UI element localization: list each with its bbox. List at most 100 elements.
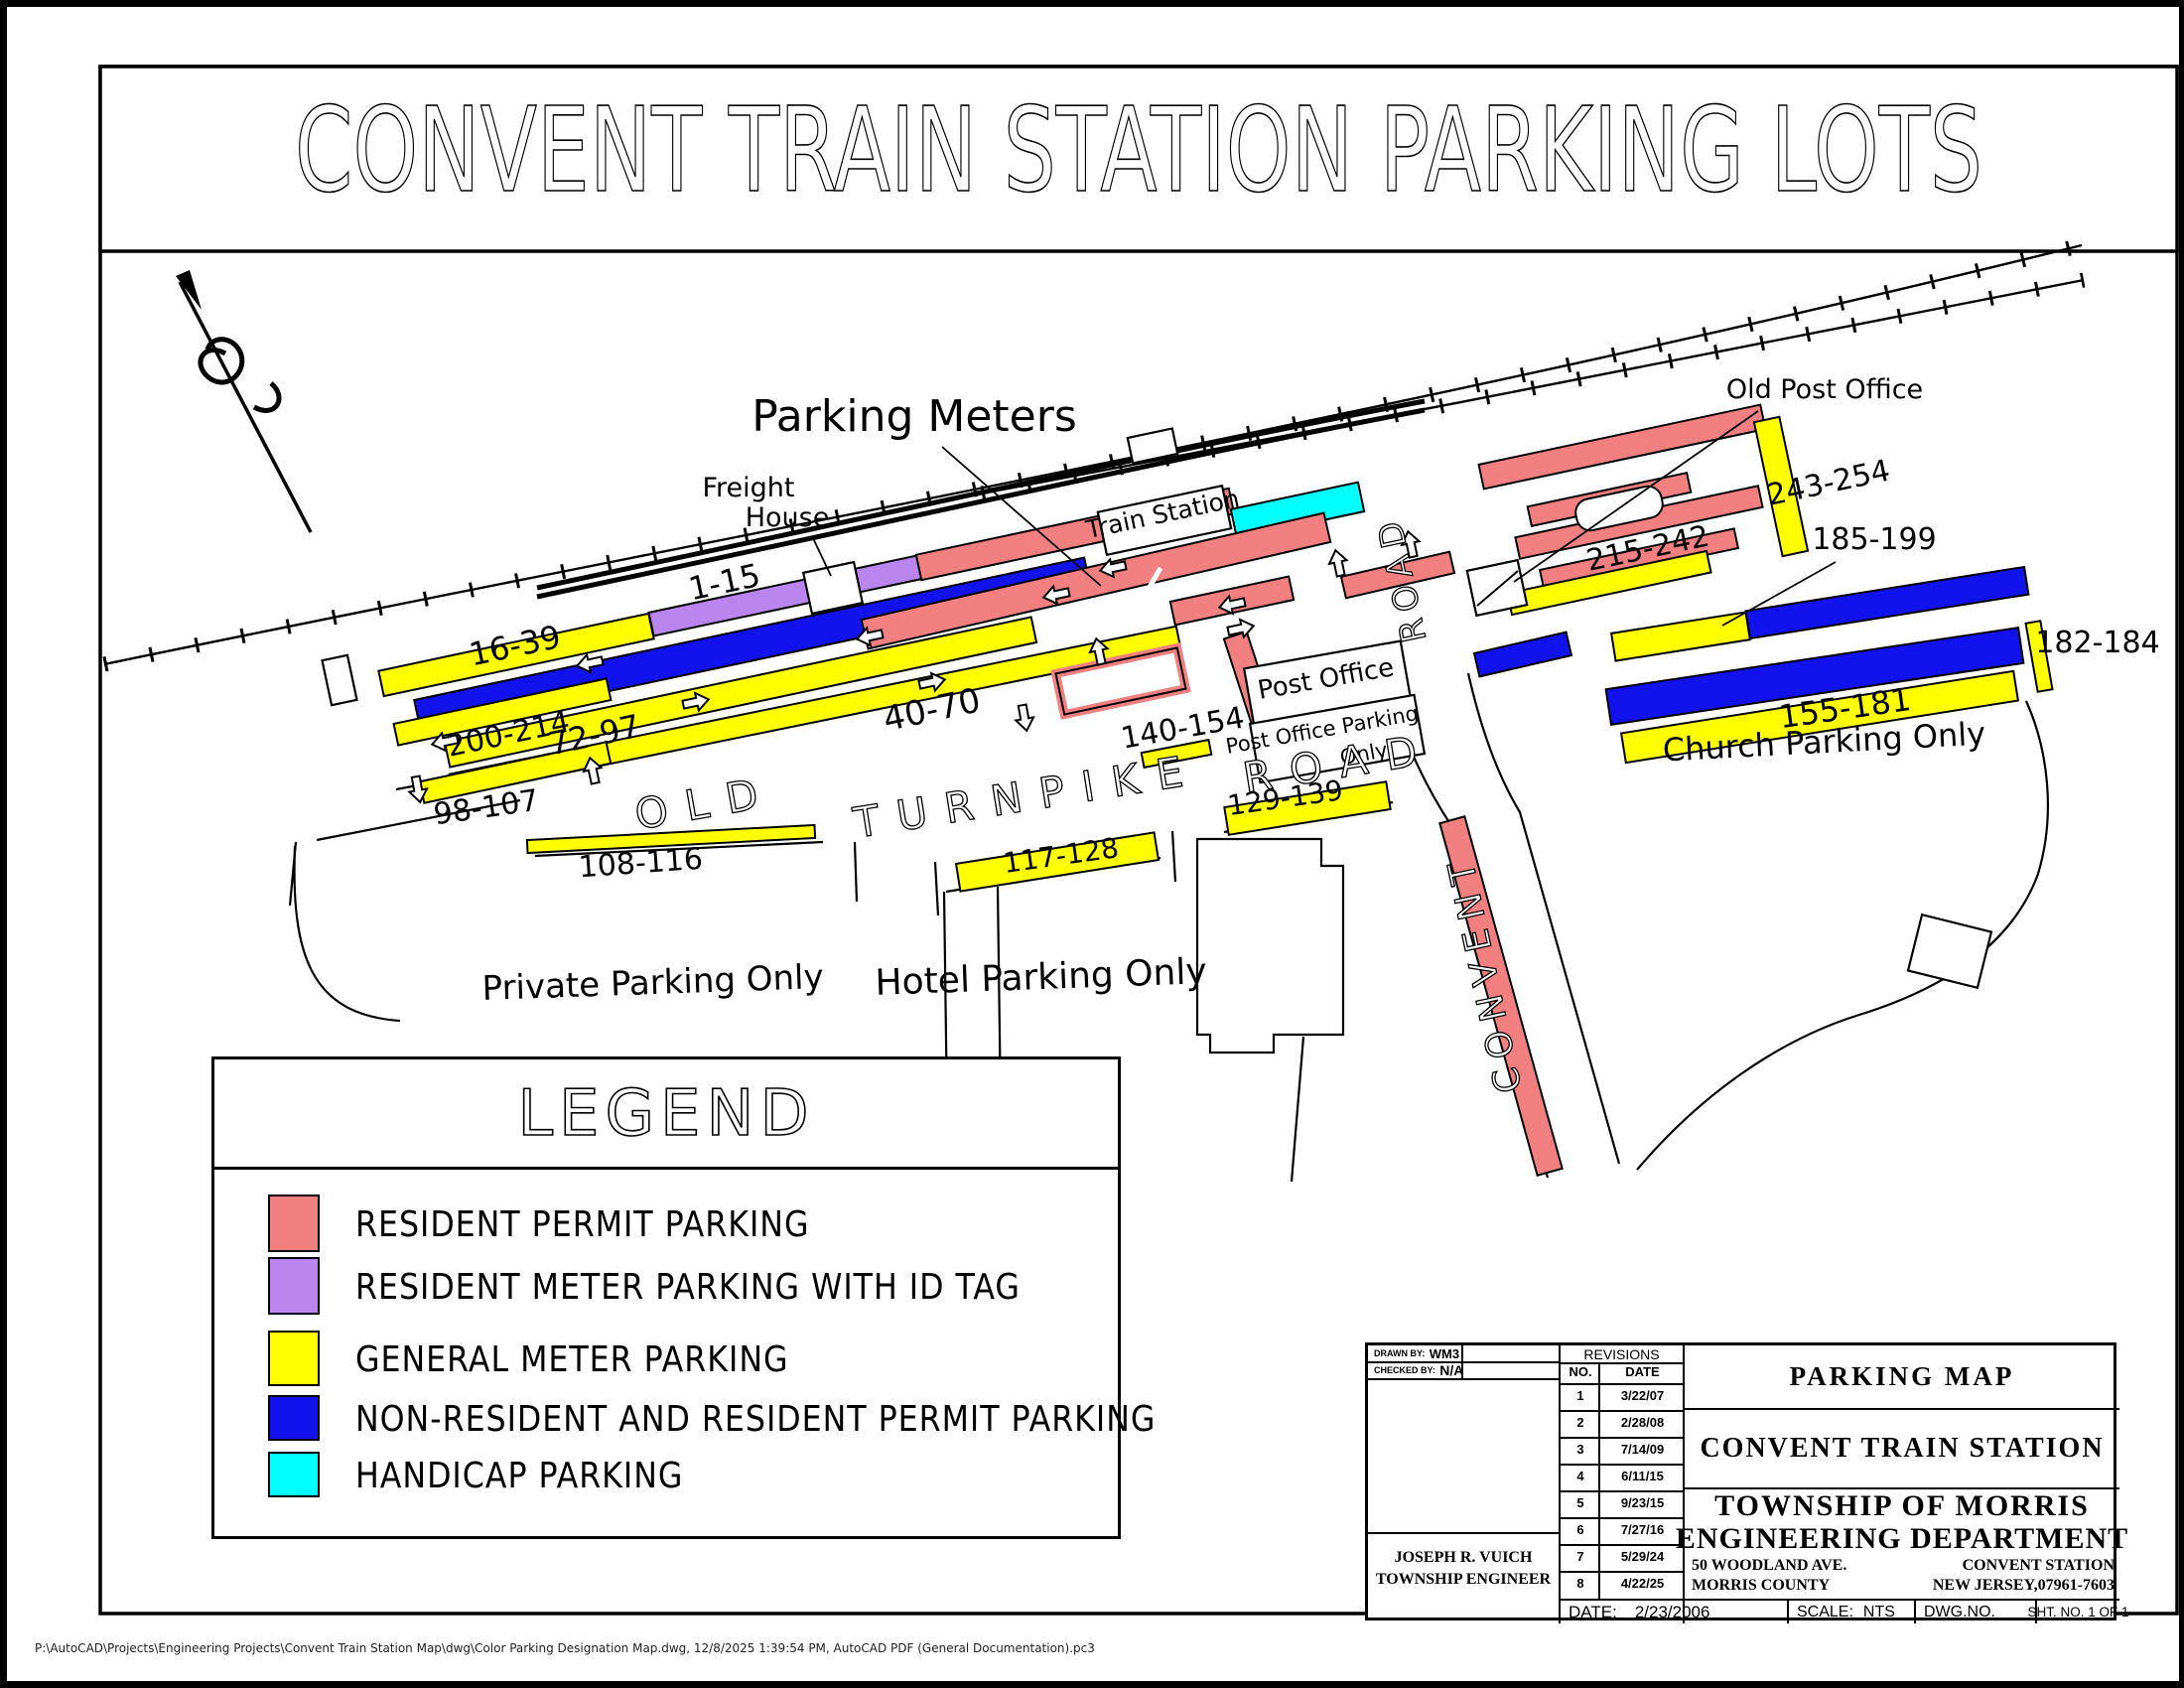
engineer-cell: JOSEPH R. VUICH TOWNSHIP ENGINEER [1368, 1539, 1559, 1599]
checked-by-value: N/A [1439, 1362, 1464, 1378]
freight-house-leader [812, 537, 832, 577]
rev-no: 1 [1576, 1388, 1584, 1403]
title-block: DRAWN BY: WM3 CHECKED BY: N/A JOSEPH R. … [1365, 1342, 2129, 1623]
revision-row: 8 4/22/25 [1561, 1576, 1685, 1591]
map-label-185-199: 185-199 [1812, 522, 1936, 557]
strip-station-east [1339, 550, 1456, 600]
drawn-by-label: DRAWN BY: [1374, 1348, 1426, 1358]
address-line1: 50 WOODLAND AVE. [1692, 1557, 1847, 1574]
map-label-house: House [746, 502, 830, 533]
rev-date: 5/29/24 [1620, 1549, 1665, 1564]
org-line2: ENGINEERING DEPARTMENT [1675, 1522, 2129, 1555]
legend-item: RESIDENT PERMIT PARKING [268, 1195, 829, 1252]
legend-title-art: LEGEND [517, 1076, 814, 1152]
strip-182-184-yellow [2024, 620, 2054, 693]
railroad-track [102, 237, 2086, 672]
non-resident-swatch [268, 1395, 320, 1441]
rev-no: 7 [1576, 1549, 1584, 1564]
old-post-office-leader [1513, 410, 1759, 583]
address-left: 50 WOODLAND AVE. MORRIS COUNTY [1692, 1556, 1900, 1596]
legend-item: NON-RESIDENT AND RESIDENT PERMIT PARKING [268, 1395, 1189, 1441]
plot-file-path: P:\AutoCAD\Projects\Engineering Projects… [35, 1641, 1095, 1655]
map-label-hotel-parking-only: Hotel Parking Only [875, 951, 1207, 1004]
lot-185-199-leader [1721, 561, 1837, 627]
rev-no: 5 [1576, 1495, 1584, 1510]
buildings [321, 427, 1993, 1055]
rev-no: 8 [1576, 1576, 1584, 1591]
scale-value: NTS [1862, 1603, 1895, 1620]
legend-item: HANDICAP PARKING [268, 1452, 697, 1497]
rev-date: 6/11/15 [1621, 1469, 1664, 1483]
map-label-182-184: 182-184 [2035, 626, 2159, 660]
legend-item-label: NON-RESIDENT AND RESIDENT PERMIT PARKING [355, 1396, 1157, 1440]
strip-243-254 [1752, 415, 1810, 558]
rev-date-header: DATE [1625, 1364, 1660, 1379]
trackside-shed [1126, 427, 1179, 465]
train-station-label-box [1096, 484, 1233, 557]
drawn-by-cell: DRAWN BY: WM3 [1370, 1345, 1461, 1361]
strip-40-70 [443, 616, 1038, 769]
rev-no: 2 [1576, 1415, 1584, 1430]
map-label-private-parking-only: Private Parking Only [481, 957, 824, 1009]
revisions-header: REVISIONS [1583, 1345, 1660, 1362]
strip-convent-road [1438, 814, 1564, 1178]
rev-no: 3 [1576, 1442, 1584, 1457]
strip-185-199-blue [1744, 565, 2030, 640]
revision-row: 4 6/11/15 [1561, 1469, 1685, 1483]
revisions-subheader: NO. DATE [1561, 1364, 1685, 1383]
revision-row: 1 3/22/07 [1561, 1388, 1685, 1403]
map-label-freight: Freight [702, 473, 794, 503]
parking-meters-leader [941, 446, 1102, 587]
map-label-convent: CONVENT [1439, 848, 1530, 1096]
legend-item: GENERAL METER PARKING [268, 1331, 807, 1386]
date-cell: DATE: 2/23/2006 [1561, 1601, 1785, 1623]
org-cell: TOWNSHIP OF MORRIS ENGINEERING DEPARTMEN… [1676, 1489, 2127, 1555]
date-label: DATE: [1569, 1602, 1617, 1621]
legend-item-label: GENERAL METER PARKING [355, 1336, 789, 1380]
address-line4: NEW JERSEY,07961-7603 [1932, 1577, 2115, 1594]
rev-no: 6 [1576, 1522, 1584, 1537]
map-label-108-116: 108-116 [578, 842, 704, 886]
legend-item-label: RESIDENT PERMIT PARKING [355, 1201, 810, 1245]
strip-140-154-meter [1140, 738, 1213, 770]
rev-no: 4 [1576, 1469, 1584, 1483]
project-location: CONVENT TRAIN STATION [1700, 1433, 2105, 1464]
page-title: CONVENT TRAIN STATION PARKING LOTS [295, 81, 1982, 218]
old-post-office-building [1465, 558, 1529, 618]
rev-date: 3/22/07 [1620, 1388, 1665, 1403]
strip-oldpo-1 [1477, 403, 1767, 491]
rev-date: 7/27/16 [1620, 1522, 1665, 1537]
map-label-parking-meters: Parking Meters [751, 391, 1077, 442]
dwg-no-cell: DWG.NO. [1924, 1603, 1995, 1620]
strip-185-199-yellow [1610, 611, 1751, 662]
strip-129-139 [1223, 780, 1392, 836]
checked-by-label: CHECKED BY: [1374, 1365, 1435, 1375]
site-map: CONVENT TRAIN STATION PARKING LOTS [98, 65, 2179, 1616]
revision-row: 2 2/28/08 [1561, 1415, 1685, 1430]
resident-meter-swatch [268, 1257, 320, 1315]
leader-lines [812, 410, 1837, 627]
post-office-parking-lot [1248, 693, 1427, 784]
rev-date: 2/28/08 [1620, 1415, 1665, 1430]
engineer-name: JOSEPH R. VUICH [1394, 1549, 1533, 1566]
strip-117-128 [954, 831, 1160, 893]
strip-155-181 [1619, 669, 2020, 765]
southeast-building [1906, 913, 1993, 990]
scale-cell: SCALE: NTS [1789, 1601, 1912, 1623]
freight-house-building [801, 560, 865, 616]
project-title: PARKING MAP [1789, 1361, 2015, 1391]
rev-no-header: NO. [1569, 1364, 1592, 1379]
legend-header: LEGEND [214, 1059, 1118, 1170]
address-right: CONVENT STATION NEW JERSEY,07961-7603 [1894, 1556, 2115, 1596]
address-line2: MORRIS COUNTY [1692, 1577, 1831, 1594]
legend-title: LEGEND [517, 1077, 814, 1151]
checked-by-cell: CHECKED BY: N/A [1370, 1362, 1464, 1378]
title-banner-box [98, 65, 2179, 253]
engineer-title: TOWNSHIP ENGINEER [1375, 1571, 1552, 1588]
legend-item-label: HANDICAP PARKING [355, 1453, 684, 1496]
strip-108-116 [525, 823, 817, 855]
north-arrow-icon [176, 270, 313, 533]
strip-200-214 [392, 677, 613, 747]
address-line3: CONVENT STATION [1962, 1557, 2115, 1574]
